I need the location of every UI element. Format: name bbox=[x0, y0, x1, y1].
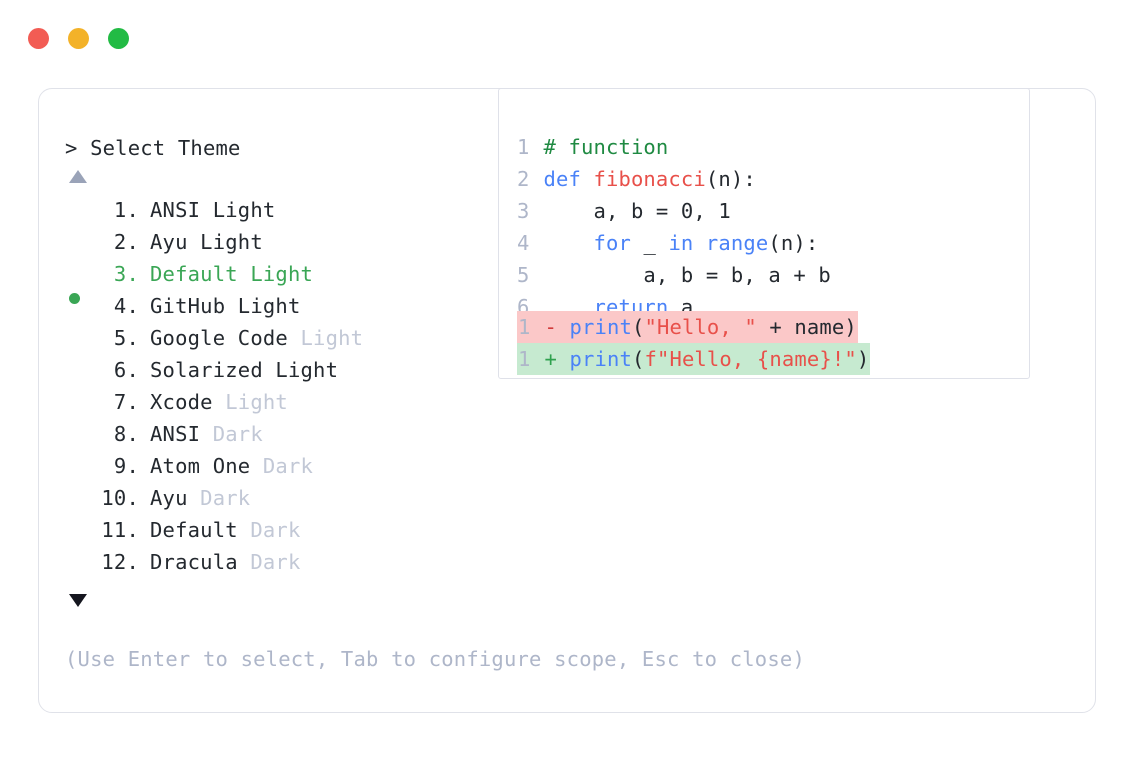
diff-line-del: 1 - print("Hello, " + name) bbox=[517, 311, 870, 343]
theme-list-item[interactable]: 3. Default Light bbox=[65, 258, 535, 304]
close-dot[interactable] bbox=[28, 28, 49, 49]
code-token: f"Hello, {name}!" bbox=[644, 347, 857, 371]
line-number: 1 bbox=[517, 135, 530, 159]
theme-index: 5. bbox=[101, 326, 139, 350]
line-number: 1 bbox=[518, 347, 531, 371]
code-line: 5 a, b = b, a + b bbox=[517, 259, 1029, 291]
code-token: in range bbox=[668, 231, 769, 255]
code-line: 2 def fibonacci(n): bbox=[517, 163, 1029, 195]
code-token: + name) bbox=[756, 315, 857, 339]
code-token: ( bbox=[631, 315, 645, 339]
theme-index: 12. bbox=[101, 550, 139, 574]
theme-list-column: > Select Theme 1. ANSI Light 2. Ayu Light … bbox=[65, 135, 535, 607]
theme-name: GitHub Light bbox=[150, 294, 301, 318]
theme-index: 10. bbox=[101, 486, 139, 510]
diff-marker: + bbox=[544, 347, 557, 371]
code-line: 4 for _ in range(n): bbox=[517, 227, 1029, 259]
theme-name: Default bbox=[150, 518, 238, 542]
scroll-up-icon[interactable] bbox=[69, 170, 87, 183]
theme-list-item[interactable]: 11. Default Dark bbox=[65, 514, 535, 546]
theme-list-item[interactable]: 9. Atom One Dark bbox=[65, 450, 535, 482]
theme-list: 1. ANSI Light 2. Ayu Light 3. Default Light… bbox=[65, 194, 535, 578]
window-controls bbox=[28, 28, 129, 49]
code-token: _ bbox=[630, 231, 669, 255]
theme-index: 7. bbox=[101, 390, 139, 414]
line-number: 3 bbox=[517, 199, 530, 223]
theme-name: Default Light bbox=[150, 262, 314, 286]
keyboard-hint: (Use Enter to select, Tab to configure s… bbox=[65, 647, 805, 671]
diff-line-content: 1 - print("Hello, " + name) bbox=[517, 311, 858, 343]
code-token: for bbox=[593, 231, 631, 255]
theme-index: 2. bbox=[101, 230, 139, 254]
theme-name: Xcode bbox=[150, 390, 213, 414]
code-token: ( bbox=[631, 347, 645, 371]
theme-variant-label: Light bbox=[287, 326, 364, 350]
theme-list-item[interactable]: 2. Ayu Light bbox=[65, 226, 535, 258]
code-token: # function bbox=[543, 135, 669, 159]
code-token: a, b = b, a + b bbox=[543, 263, 831, 287]
diff-line-add: 1 + print(f"Hello, {name}!") bbox=[517, 343, 871, 375]
diff-sample: 1 - print("Hello, " + name)1 + print(f"H… bbox=[517, 311, 871, 375]
theme-name: Dracula bbox=[150, 550, 238, 574]
theme-index: 9. bbox=[101, 454, 139, 478]
theme-list-item[interactable]: 7. Xcode Light bbox=[65, 386, 535, 418]
selected-bullet-icon bbox=[69, 293, 80, 304]
theme-name: Ayu bbox=[150, 486, 188, 510]
theme-name: Atom One bbox=[150, 454, 251, 478]
line-number: 5 bbox=[517, 263, 530, 287]
code-token: def bbox=[543, 167, 594, 191]
code-token: print bbox=[569, 315, 632, 339]
code-line: 1 # function bbox=[517, 131, 1029, 163]
code-token: a, b = 0, 1 bbox=[543, 199, 731, 223]
theme-list-item[interactable]: 4. GitHub Light bbox=[65, 290, 535, 322]
code-token bbox=[544, 231, 594, 255]
theme-variant-label: Dark bbox=[237, 518, 301, 542]
code-token: print bbox=[569, 347, 632, 371]
theme-list-item[interactable]: 8. ANSI Dark bbox=[65, 418, 535, 450]
code-token: fibonacci bbox=[593, 167, 706, 191]
theme-variant-label: Light bbox=[212, 390, 288, 414]
diff-line-content: 1 + print(f"Hello, {name}!") bbox=[517, 343, 871, 375]
theme-variant-label: Dark bbox=[250, 454, 314, 478]
theme-list-item[interactable]: 6. Solarized Light bbox=[65, 354, 535, 386]
code-token: ) bbox=[856, 347, 870, 371]
maximize-dot[interactable] bbox=[108, 28, 129, 49]
theme-list-item[interactable]: 1. ANSI Light bbox=[65, 194, 535, 226]
theme-name: Google Code bbox=[150, 326, 288, 350]
theme-index: 4. bbox=[101, 294, 139, 318]
theme-list-item[interactable]: 12. Dracula Dark bbox=[65, 546, 535, 578]
line-number: 1 bbox=[518, 315, 531, 339]
line-number: 2 bbox=[517, 167, 530, 191]
theme-variant-label: Dark bbox=[187, 486, 251, 510]
theme-name: ANSI bbox=[150, 422, 201, 446]
theme-index: 11. bbox=[101, 518, 139, 542]
page-title: > Select Theme bbox=[65, 136, 241, 160]
theme-variant-label: Dark bbox=[237, 550, 301, 574]
theme-list-item[interactable]: 10. Ayu Dark bbox=[65, 482, 535, 514]
code-token: "Hello, " bbox=[644, 315, 757, 339]
minimize-dot[interactable] bbox=[68, 28, 89, 49]
theme-index: 8. bbox=[101, 422, 139, 446]
theme-index: 3. bbox=[101, 262, 139, 286]
theme-list-item[interactable]: 5. Google Code Light bbox=[65, 322, 535, 354]
code-line: 3 a, b = 0, 1 bbox=[517, 195, 1029, 227]
theme-name: Ayu Light bbox=[150, 230, 263, 254]
code-token: (n): bbox=[768, 231, 819, 255]
code-token: (n): bbox=[705, 167, 756, 191]
theme-name: Solarized Light bbox=[150, 358, 339, 382]
theme-index: 6. bbox=[101, 358, 139, 382]
scroll-down-icon[interactable] bbox=[69, 594, 87, 607]
theme-name: ANSI Light bbox=[150, 198, 276, 222]
line-number: 4 bbox=[517, 231, 530, 255]
diff-marker: - bbox=[544, 315, 557, 339]
theme-variant-label: Dark bbox=[200, 422, 263, 446]
theme-index: 1. bbox=[101, 198, 139, 222]
